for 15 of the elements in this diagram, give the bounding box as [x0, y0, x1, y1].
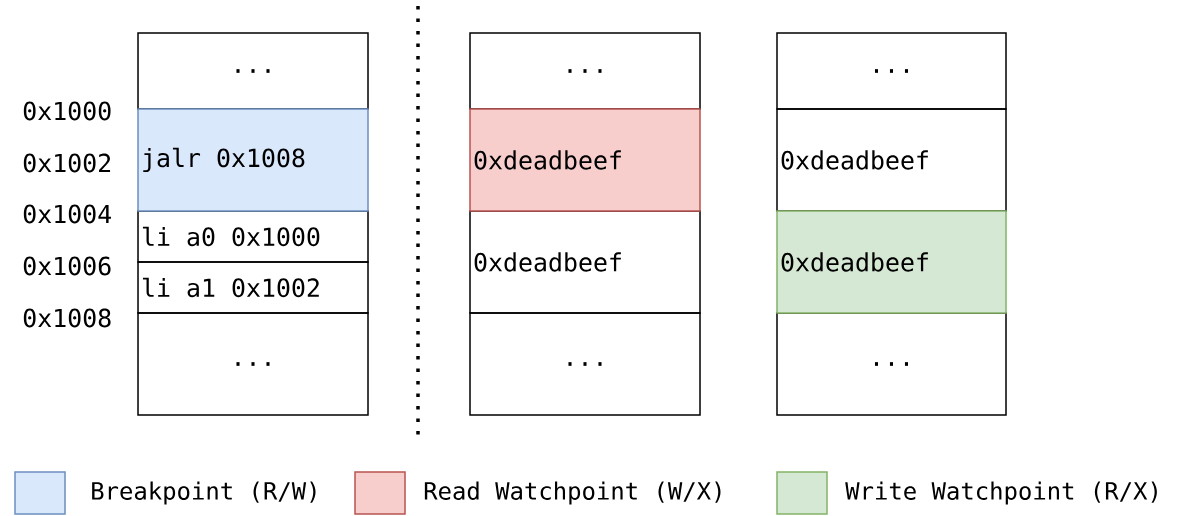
address-label: 0x1002 — [23, 153, 111, 173]
legend-label: Breakpoint (R/W) — [92, 481, 316, 505]
memory-cell: 0xdeadbeef — [776, 210, 1007, 314]
memory-cell: li a1 0x1002 — [137, 261, 369, 314]
memory-cell: jalr 0x1008 — [137, 108, 369, 212]
memory-cell: ... — [137, 312, 369, 416]
address-label: 0x1000 — [23, 101, 111, 121]
memory-cell: 0xdeadbeef — [469, 108, 701, 212]
address-label: 0x1006 — [23, 256, 111, 276]
address-label: 0x1008 — [23, 308, 111, 328]
legend-label: Read Watchpoint (W/X) — [424, 481, 721, 505]
memory-cell: ... — [469, 312, 701, 416]
memory-cell: ... — [776, 32, 1007, 110]
address-label: 0x1004 — [23, 204, 111, 224]
legend-label: Write Watchpoint (R/X) — [845, 481, 1157, 505]
